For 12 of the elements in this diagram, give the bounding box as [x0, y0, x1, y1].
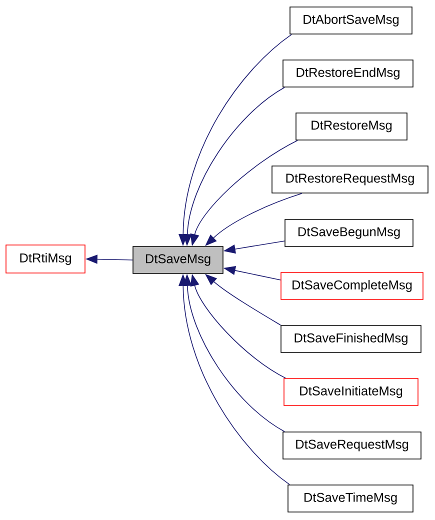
- class-box: DtSaveMsg: [132, 246, 224, 274]
- class-box: DtSaveRequestMsg: [282, 432, 422, 460]
- class-box: DtRestoreMsg: [296, 112, 408, 140]
- class-box: DtSaveInitiateMsg: [284, 378, 418, 406]
- class-box: DtRestoreEndMsg: [282, 60, 414, 88]
- class-box: DtSaveFinishedMsg: [280, 325, 422, 353]
- class-box: DtRestoreRequestMsg: [272, 166, 428, 194]
- class-box: DtSaveCompleteMsg: [280, 272, 424, 300]
- class-box: DtAbortSaveMsg: [290, 6, 412, 34]
- class-box: DtSaveTimeMsg: [288, 484, 414, 512]
- class-box: DtSaveBegunMsg: [284, 219, 414, 247]
- class-box: DtRtiMsg: [6, 244, 86, 274]
